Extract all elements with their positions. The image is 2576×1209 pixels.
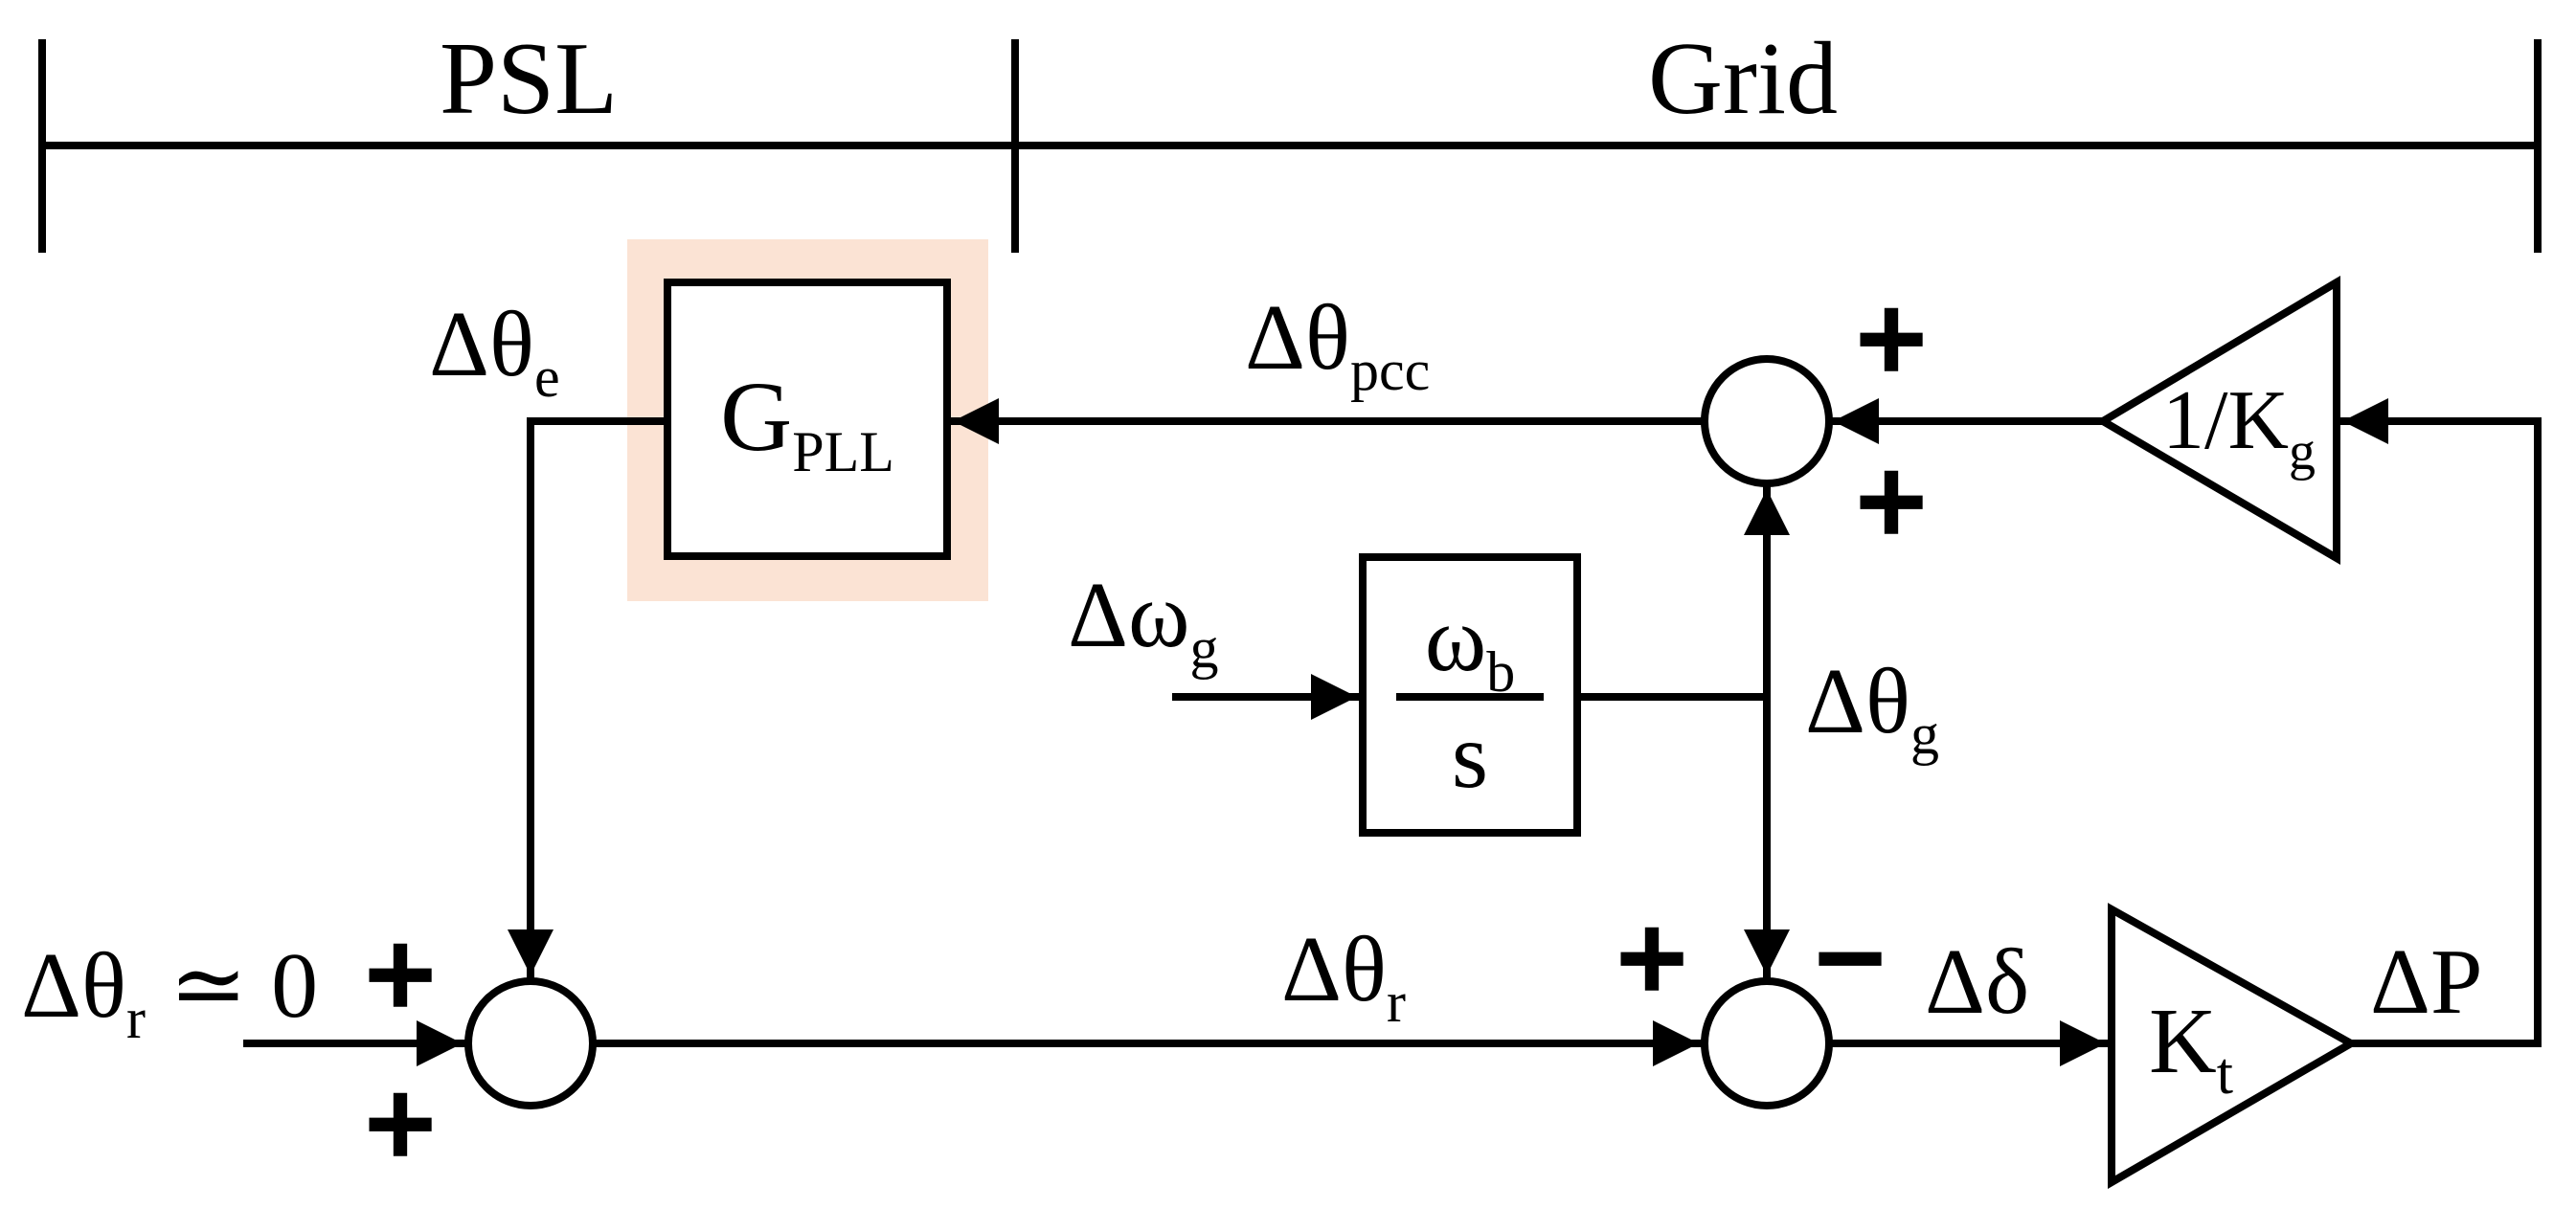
label-omega-g: Δωg bbox=[1068, 564, 1219, 680]
label-delta: Δδ bbox=[1925, 930, 2029, 1034]
sign-right-left: + bbox=[1616, 887, 1688, 1027]
gain-block[interactable] bbox=[2108, 903, 2360, 1189]
pll-block-label: GPLL bbox=[720, 362, 894, 483]
label-power: ΔP bbox=[2370, 930, 2483, 1034]
section-label-grid: Grid bbox=[1648, 22, 1838, 136]
integrator-denominator: s bbox=[1452, 705, 1488, 808]
section-header: PSL Grid bbox=[38, 22, 2542, 253]
inverse-gain-block[interactable] bbox=[2095, 275, 2340, 565]
left-summing-junction[interactable] bbox=[464, 977, 597, 1109]
sign-left-lower: + bbox=[364, 1053, 437, 1193]
sign-top-upper: + bbox=[1855, 268, 1928, 408]
sign-right-right: − bbox=[1814, 887, 1887, 1027]
pll-block[interactable] bbox=[664, 279, 951, 560]
inverse-gain-label: 1/Kg bbox=[2162, 374, 2316, 481]
label-theta-g: Δθg bbox=[1805, 650, 1939, 766]
right-summing-junction[interactable] bbox=[1701, 977, 1833, 1109]
sign-top-lower: + bbox=[1855, 431, 1928, 571]
label-theta-r-input: Δθr ≃ 0 bbox=[21, 934, 318, 1050]
signal-lines bbox=[243, 398, 2542, 1066]
label-theta-r: Δθr bbox=[1281, 918, 1406, 1034]
label-theta-e: Δθe bbox=[429, 293, 560, 409]
feedback-power-line bbox=[2339, 398, 2542, 1047]
top-summing-junction[interactable] bbox=[1701, 355, 1833, 487]
gain-label: Kt bbox=[2149, 990, 2233, 1107]
theta-e-line bbox=[508, 417, 671, 979]
sign-left-upper: + bbox=[364, 904, 437, 1043]
section-label-psl: PSL bbox=[440, 22, 618, 136]
label-theta-pcc: Δθpcc bbox=[1245, 286, 1430, 402]
